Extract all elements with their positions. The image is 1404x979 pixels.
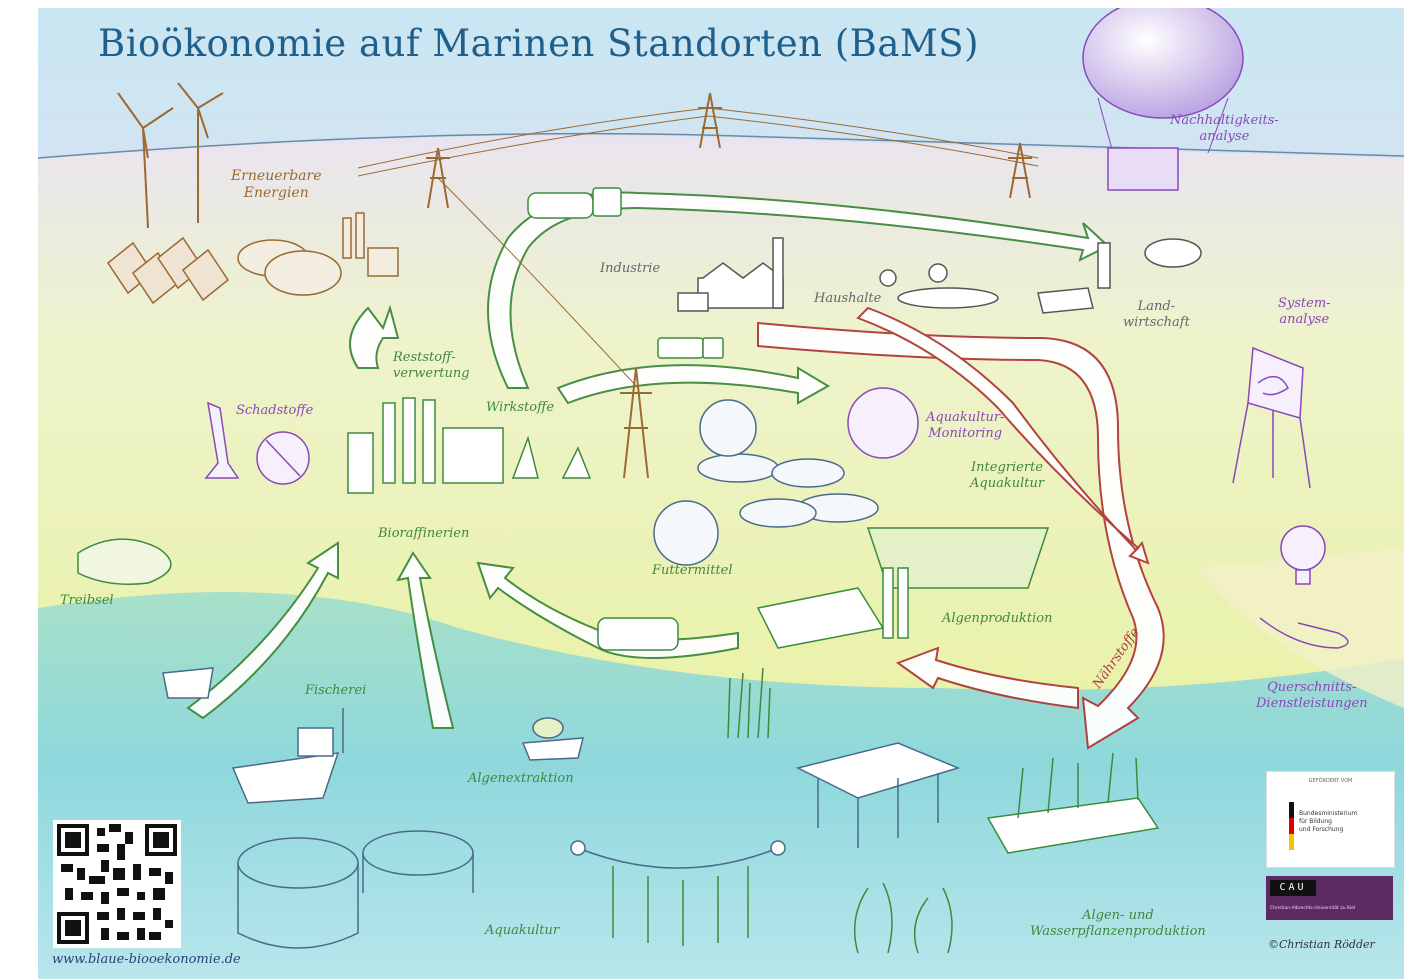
flag-stripe-gold <box>1289 834 1294 850</box>
label-schadstoffe: Schadstoffe <box>236 403 314 418</box>
label-fischerei: Fischerei <box>305 683 367 698</box>
artist-credit: ©Christian Rödder <box>1268 938 1375 951</box>
qr-code[interactable] <box>53 820 181 948</box>
label-algen-wasserpflanzen: Algen- und Wasserpflanzenproduktion <box>1030 908 1206 939</box>
cau-university-name: Christian-Albrechts-Universität zu Kiel <box>1270 906 1356 911</box>
flag-stripe-black <box>1289 802 1294 818</box>
bmbf-funding-note: GEFÖRDERT VOM <box>1308 778 1353 784</box>
label-nachhaltigkeitsanalyse: Nachhaltigkeits- analyse <box>1170 113 1279 144</box>
bams-illustration <box>38 8 1404 979</box>
page-title: Bioökonomie auf Marinen Standorten (BaMS… <box>98 22 980 65</box>
label-landwirtschaft: Land- wirtschaft <box>1123 299 1190 330</box>
label-algenproduktion: Algenproduktion <box>942 611 1053 626</box>
label-aquakultur-monitoring: Aquakultur- Monitoring <box>926 410 1005 441</box>
label-erneuerbare-energien: Erneuerbare Energien <box>231 168 322 201</box>
label-futtermittel: Futtermittel <box>652 563 733 578</box>
cau-wordmark: CAU <box>1270 880 1316 896</box>
label-algenextraktion: Algenextraktion <box>468 771 574 786</box>
website-link[interactable]: www.blaue-biooekonomie.de <box>52 952 241 967</box>
bmbf-logo: GEFÖRDERT VOM Bundesministerium für Bild… <box>1266 771 1395 868</box>
label-haushalte: Haushalte <box>814 291 882 306</box>
label-wirkstoffe: Wirkstoffe <box>486 400 555 415</box>
label-integrierte-aquakultur: Integrierte Aquakultur <box>970 460 1045 491</box>
label-querschnitts-dienstleistungen: Querschnitts- Dienstleistungen <box>1256 680 1368 711</box>
label-reststoffverwertung: Reststoff- verwertung <box>393 350 470 381</box>
label-industrie: Industrie <box>600 261 661 276</box>
bmbf-name: Bundesministerium für Bildung und Forsch… <box>1299 810 1358 833</box>
label-aquakultur: Aquakultur <box>485 923 560 938</box>
qr-code-graphic <box>53 820 181 948</box>
cau-logo: CAU Christian-Albrechts-Universität zu K… <box>1266 876 1393 920</box>
label-treibsel: Treibsel <box>60 593 114 608</box>
flag-stripe-red <box>1289 818 1294 834</box>
label-bioraffinerien: Bioraffinerien <box>378 526 470 541</box>
label-systemanalyse: System- analyse <box>1278 296 1331 327</box>
illustration: Bioökonomie auf Marinen Standorten (BaMS… <box>38 8 1404 979</box>
